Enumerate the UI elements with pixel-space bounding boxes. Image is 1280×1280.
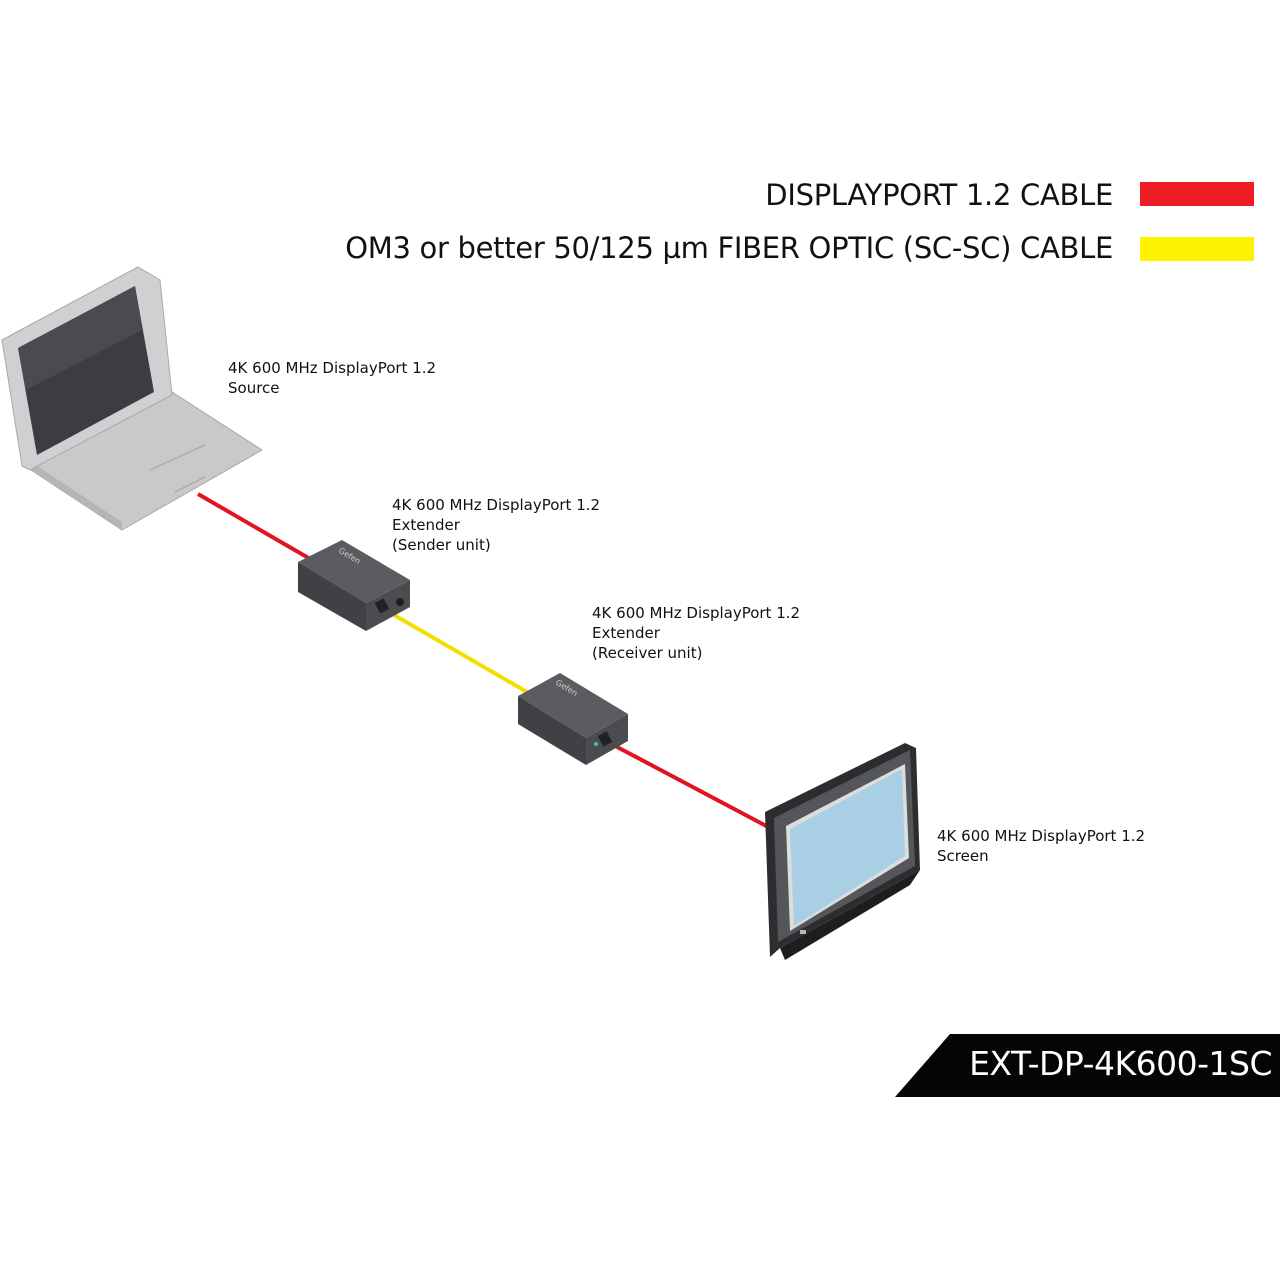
- sender-label-line1: 4K 600 MHz DisplayPort 1.2: [392, 496, 601, 514]
- receiver-extender-icon: Gefen: [518, 673, 628, 765]
- receiver-label-line2: Extender: [592, 624, 660, 642]
- sender-label-line3: (Sender unit): [392, 536, 491, 554]
- screen-label-line2: Screen: [937, 847, 989, 865]
- receiver-label-line3: (Receiver unit): [592, 644, 703, 662]
- sender-label-line2: Extender: [392, 516, 460, 534]
- displayport-cable-source: [196, 492, 314, 562]
- receiver-label: 4K 600 MHz DisplayPort 1.2 Extender (Rec…: [592, 603, 800, 663]
- legend-fiber-swatch: [1140, 237, 1254, 261]
- laptop-icon: [1, 266, 263, 531]
- legend-fiber-label: OM3 or better 50/125 µm FIBER OPTIC (SC-…: [345, 231, 1113, 265]
- legend-displayport-swatch: [1140, 182, 1254, 206]
- fiber-cable: [380, 606, 529, 694]
- screen-label: 4K 600 MHz DisplayPort 1.2 Screen: [937, 826, 1145, 866]
- model-badge: EXT-DP-4K600-1SC: [969, 1044, 1272, 1083]
- displayport-cable-screen: [603, 738, 773, 831]
- model-badge-background: [895, 1034, 1280, 1097]
- screen-label-line1: 4K 600 MHz DisplayPort 1.2: [937, 827, 1146, 845]
- monitor-icon: [765, 743, 920, 960]
- legend-displayport-label: DISPLAYPORT 1.2 CABLE: [765, 178, 1113, 212]
- source-label: 4K 600 MHz DisplayPort 1.2 Source: [228, 358, 436, 398]
- sender-extender-icon: Gefen: [298, 540, 410, 631]
- sender-label: 4K 600 MHz DisplayPort 1.2 Extender (Sen…: [392, 495, 600, 555]
- source-label-line2: Source: [228, 379, 280, 397]
- source-label-line1: 4K 600 MHz DisplayPort 1.2: [228, 359, 437, 377]
- receiver-label-line1: 4K 600 MHz DisplayPort 1.2: [592, 604, 801, 622]
